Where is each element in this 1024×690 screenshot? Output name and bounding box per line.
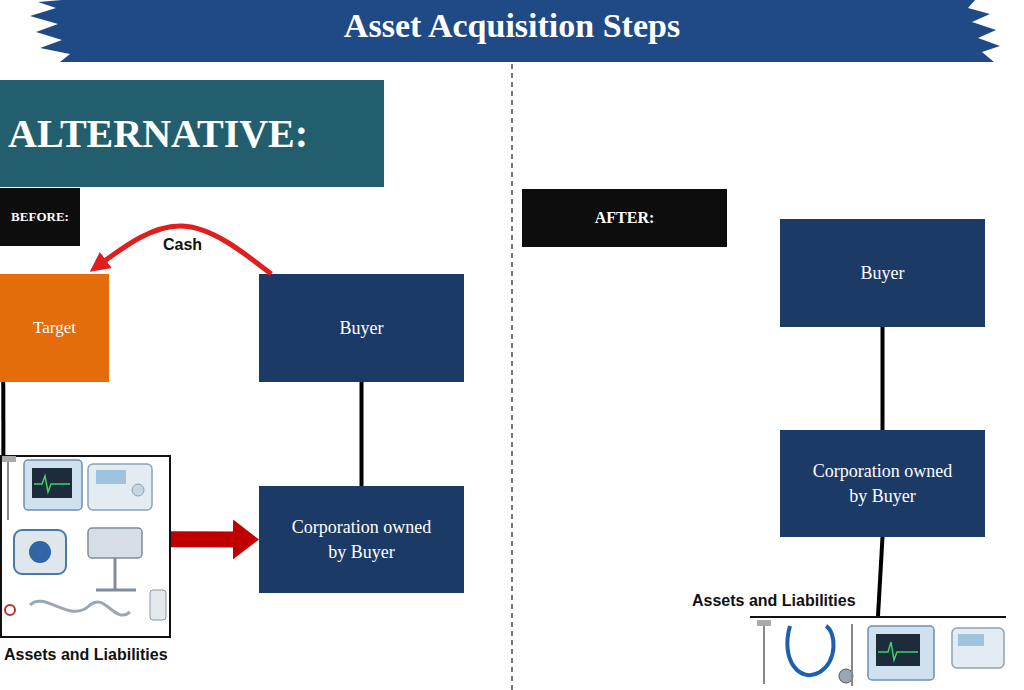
box-label: Corporation owned by Buyer [806,459,959,508]
step-label: AFTER: [522,189,727,247]
box-label: Buyer [861,261,905,285]
clamp-handle [5,605,15,615]
box-label: ALTERNATIVE: [8,107,308,161]
title-banner [30,0,1000,62]
ecg-trace [878,642,918,660]
xray-tube [29,541,51,563]
corporation-box: Corporation owned by Buyer [259,486,464,593]
edge-label: Cash [163,236,202,254]
transfer-arrow [171,531,243,547]
buyer-box: Buyer [259,274,464,382]
ventilator-tubing [30,601,130,615]
reflex-hammer [7,458,9,520]
box-label: BEFORE: [11,208,69,226]
ecg-display [96,470,126,484]
box-label: Target [33,317,76,340]
patient-monitor [24,460,82,510]
suction-unit [150,590,166,620]
box-label: Buyer [340,316,384,340]
ecg-display [958,634,984,646]
patient-monitor [868,626,934,680]
ecg-dial [132,484,144,496]
ownership-line [881,327,885,430]
asset-panel: Assets and Liabilities [750,616,1006,690]
target-box: Target [0,274,109,382]
portable-xray [88,528,142,558]
corporation-box: Corporation owned by Buyer [780,430,985,537]
ecg-machine [952,628,1004,668]
asset-panel: Assets and Liabilities [0,455,171,638]
cash-arrow [98,226,272,274]
box-label: AFTER: [595,207,655,229]
panel-caption: Assets and Liabilities [692,590,856,612]
ownership-line [878,537,883,616]
step-label: BEFORE: [0,188,80,246]
ownership-line [1,382,5,455]
ecg-machine [88,464,152,510]
box-label: Corporation owned by Buyer [285,515,438,564]
monitor-screen [32,468,72,498]
xray-stand [114,558,117,590]
stethoscope [787,626,833,675]
reflex-hammer-head [757,620,771,626]
panel-caption: Assets and Liabilities [4,644,168,666]
xray-unit [14,530,66,574]
panel-divider [511,64,513,690]
ecg-trace [34,476,70,492]
section-banner: ALTERNATIVE: [0,80,384,187]
reflex-hammer [851,624,853,686]
reflex-hammer [763,622,765,684]
stethoscope-chest-piece [839,669,853,683]
reflex-hammer-head [2,456,16,462]
buyer-box: Buyer [780,219,985,327]
ownership-line [360,382,364,486]
xray-base [96,589,136,592]
monitor-screen [876,634,920,666]
